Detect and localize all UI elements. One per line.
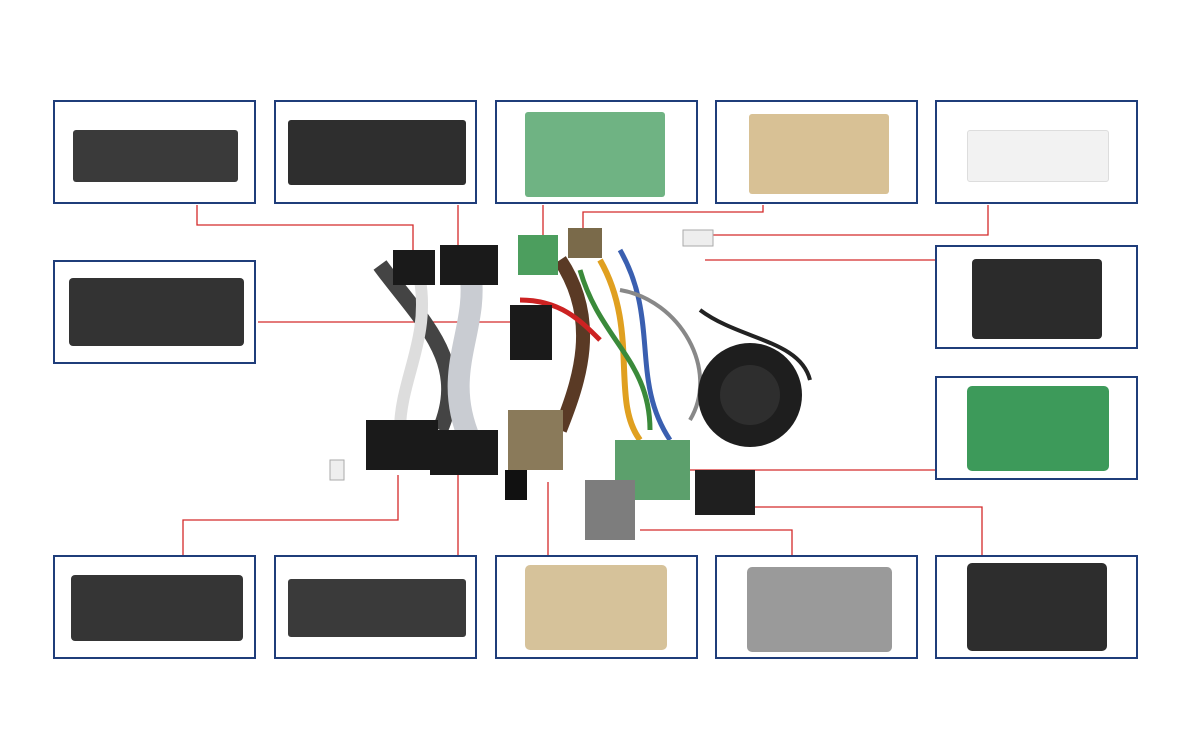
- leader-lines: [182, 205, 989, 555]
- connector-image: [967, 563, 1107, 651]
- connector-image: [71, 575, 243, 641]
- connector-image: [525, 565, 667, 650]
- connector-frame-bottom-3: [495, 555, 698, 659]
- connector-frame-top-5: [935, 100, 1138, 204]
- connector-frame-top-3: [495, 100, 698, 204]
- connector-image: [749, 114, 889, 194]
- wiring-harness: [329, 228, 812, 540]
- connector-frame-bottom-2: [274, 555, 477, 659]
- connector-image: [972, 259, 1102, 339]
- connector-frame-top-2: [274, 100, 477, 204]
- connector-frame-left-mid: [53, 260, 256, 364]
- connector-frame-top-1: [53, 100, 256, 204]
- connector-image: [69, 278, 244, 346]
- connector-image: [747, 567, 892, 652]
- connector-image: [288, 120, 466, 185]
- connector-frame-bottom-1: [53, 555, 256, 659]
- connector-frame-bottom-5: [935, 555, 1138, 659]
- connector-image: [967, 130, 1109, 182]
- connector-frame-bottom-4: [715, 555, 918, 659]
- connector-image: [73, 130, 238, 182]
- connector-image: [967, 386, 1109, 471]
- connector-frame-right-1: [935, 245, 1138, 349]
- connector-image: [288, 579, 466, 637]
- connector-image: [525, 112, 665, 197]
- connector-frame-right-2: [935, 376, 1138, 480]
- connector-frame-top-4: [715, 100, 918, 204]
